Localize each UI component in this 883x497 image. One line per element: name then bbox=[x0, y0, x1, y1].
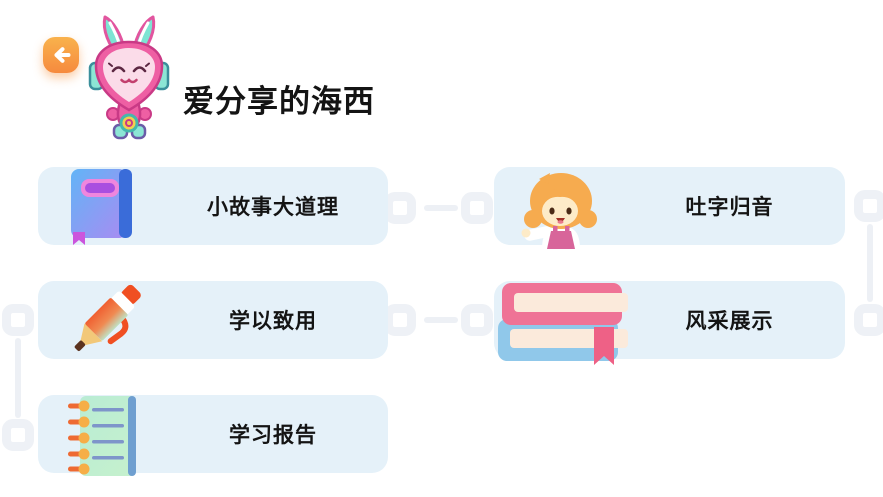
card-label: 吐字归音 bbox=[685, 196, 774, 219]
path-ring bbox=[2, 304, 34, 336]
card-story[interactable]: 小故事大道理 bbox=[38, 167, 388, 245]
path-line bbox=[424, 205, 458, 211]
path-ring bbox=[384, 192, 416, 224]
haixi-mascot bbox=[88, 10, 170, 145]
back-arrow-icon bbox=[50, 44, 72, 66]
report-notebook-icon bbox=[68, 395, 142, 482]
path-ring bbox=[461, 192, 493, 224]
card-pronunciation[interactable]: 吐字归音 bbox=[494, 167, 845, 249]
card-label: 学习报告 bbox=[229, 424, 317, 447]
page-title: 爱分享的海西 bbox=[183, 83, 375, 119]
path-ring bbox=[854, 304, 883, 336]
pen-icon bbox=[61, 280, 149, 365]
path-line bbox=[15, 338, 21, 418]
path-line bbox=[867, 224, 873, 302]
girl-speaking-icon bbox=[518, 171, 604, 258]
path-ring bbox=[461, 304, 493, 336]
path-ring bbox=[384, 304, 416, 336]
path-ring bbox=[854, 190, 883, 222]
card-report[interactable]: 学习报告 bbox=[38, 395, 388, 476]
storybook-icon bbox=[70, 168, 134, 250]
path-ring bbox=[2, 419, 34, 451]
card-apply[interactable]: 学以致用 bbox=[38, 281, 388, 359]
back-button[interactable] bbox=[43, 37, 79, 73]
books-stack-icon bbox=[498, 283, 630, 372]
card-label: 风采展示 bbox=[685, 310, 774, 333]
card-label: 学以致用 bbox=[229, 310, 317, 333]
card-label: 小故事大道理 bbox=[207, 196, 339, 219]
card-showcase[interactable]: 风采展示 bbox=[494, 281, 845, 365]
path-line bbox=[424, 317, 458, 323]
